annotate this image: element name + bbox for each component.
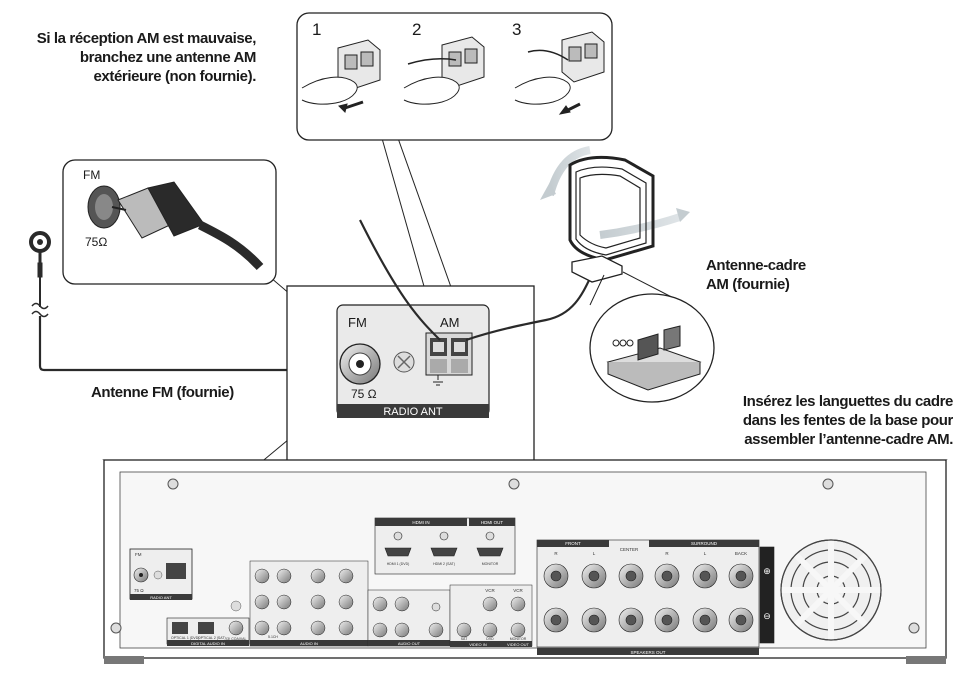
video-in-vcr-label: VCR <box>485 588 495 593</box>
rear-radio-ant: FM 75 Ω RADIO ANT <box>129 548 193 600</box>
hdmi-block: HDMI IN HDMI OUT HDMI 1 (DVD) HDMI 2 (SA… <box>374 517 516 575</box>
step-1-illustration <box>301 39 381 113</box>
fan-grille <box>780 539 882 641</box>
fm-detail-impedance: 75Ω <box>85 235 107 249</box>
video-monitor-label: MONITOR <box>510 637 527 641</box>
rear-radio-title: RADIO ANT <box>150 595 172 600</box>
hdmi-monitor-label: MONITOR <box>482 562 499 566</box>
audio-out-jacks: AUDIO OUT <box>367 589 451 647</box>
hdmi-in1-label: HDMI 1 (DVD) <box>387 562 410 566</box>
surround-r-label: R <box>665 551 669 556</box>
am-wire <box>359 219 595 342</box>
optical2-label: OPTICAL 2 (SAT) <box>198 636 226 640</box>
step-3-number: 3 <box>512 20 521 39</box>
panel-fm-label: FM <box>348 315 367 330</box>
back-label: BACK <box>735 551 747 556</box>
fm-detail-callout: FM 75Ω <box>62 159 277 285</box>
front-label: FRONT <box>565 541 581 546</box>
audio-in-jacks: AUDIO IN 5.1CH <box>249 560 369 647</box>
video-sat-label: SAT <box>461 637 468 641</box>
caption-fm-antenna: Antenne FM (fournie) <box>91 384 234 401</box>
panel-title: RADIO ANT <box>383 406 443 418</box>
video-out-vcr-label: VCR <box>513 588 523 593</box>
hdmi-in-label: HDMI IN <box>412 520 429 525</box>
speakers-out-label: SPEAKERS OUT <box>630 650 665 655</box>
coaxial-label: (3) COAXIAL <box>226 637 246 641</box>
center-label: CENTER <box>620 547 639 552</box>
front-l-label: L <box>593 551 596 556</box>
panel-impedance: 75 Ω <box>351 387 377 401</box>
minus-sign: ⊖ <box>763 611 771 621</box>
panel-am-label: AM <box>440 315 460 330</box>
plus-sign: ⊕ <box>763 566 771 576</box>
audio-out-label: AUDIO OUT <box>398 641 421 646</box>
caption-loop-antenna: Antenne-cadre AM (fournie) <box>706 257 806 293</box>
am-terminal <box>425 332 473 386</box>
steps-callout: 1 2 3 <box>296 12 613 141</box>
hdmi-in2-label: HDMI 2 (SAT) <box>433 562 455 566</box>
optical1-label: OPTICAL 1 (DVD) <box>171 636 199 640</box>
receiver-rear-panel: FM 75 Ω RADIO ANT OPTICAL 1 (DVD) OPTICA… <box>102 459 948 664</box>
video-jacks: VCR VCR SAT DVD MONITOR VIDEO IN VIDEO O… <box>449 584 533 647</box>
video-in-label: VIDEO IN <box>469 642 487 647</box>
surround-l-label: L <box>704 551 707 556</box>
rear-fm-label: FM <box>135 552 142 557</box>
step-1-number: 1 <box>312 20 321 39</box>
digital-audio-in: OPTICAL 1 (DVD) OPTICAL 2 (SAT) (3) COAX… <box>166 600 250 646</box>
video-dvd-label: DVD <box>486 637 494 641</box>
surround-label: SURROUND <box>691 541 718 546</box>
speakers-out: FRONT CENTER SURROUND R L R L BACK SPEAK… <box>536 539 775 655</box>
audio-in-label: AUDIO IN <box>300 641 318 646</box>
rear-impedance: 75 Ω <box>134 588 144 593</box>
rotation-arrows <box>540 146 690 239</box>
loop-base-callout <box>589 271 715 403</box>
fm-detail-label: FM <box>83 168 100 182</box>
step-3-illustration <box>514 31 605 115</box>
step-2-number: 2 <box>412 20 421 39</box>
digital-audio-in-label: DIGITAL AUDIO IN <box>191 641 225 646</box>
fm-wire <box>29 231 356 372</box>
hdmi-out-label: HDMI OUT <box>481 520 503 525</box>
caption-am-reception: Si la réception AM est mauvaise, branche… <box>36 30 257 85</box>
step-2-illustration <box>403 36 485 105</box>
ch51-label: 5.1CH <box>268 635 278 639</box>
caption-insert-tabs: Insérez les languettes du cadre dans les… <box>742 393 953 448</box>
am-loop-antenna <box>568 155 655 283</box>
video-out-label: VIDEO OUT <box>507 642 530 647</box>
front-r-label: R <box>554 551 558 556</box>
